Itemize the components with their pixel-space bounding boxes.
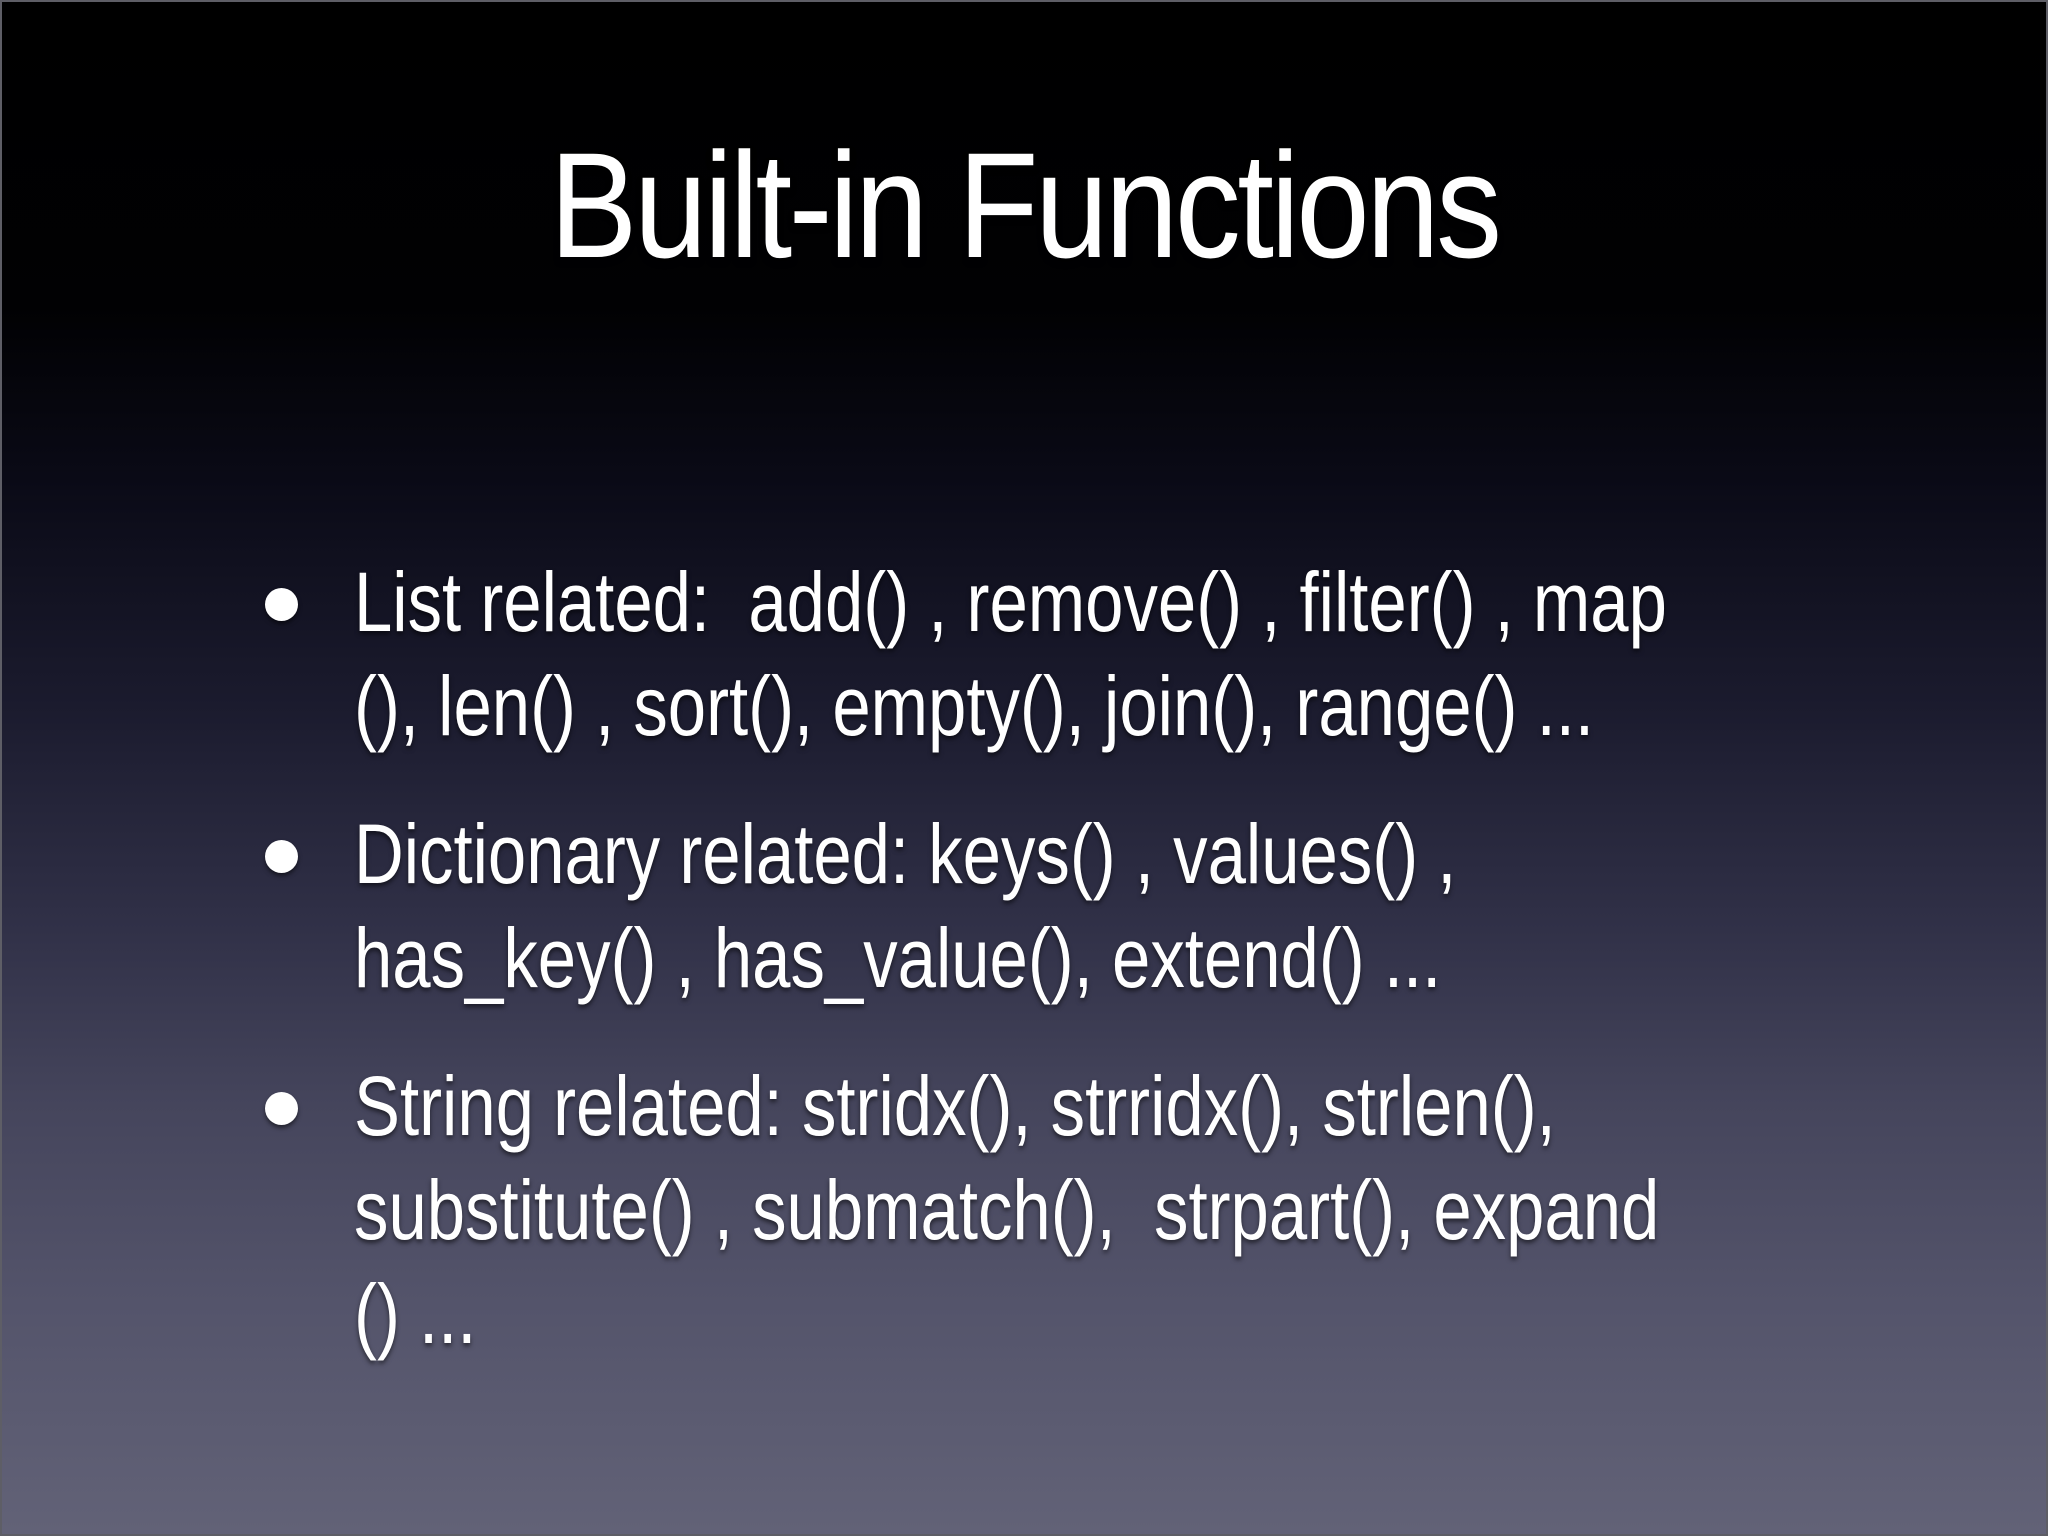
bullet-line: List related: add() , remove() , filter(…: [354, 555, 1667, 649]
bullet-line: (), len() , sort(), empty(), join(), ran…: [354, 659, 1595, 753]
bullet-icon: [265, 1092, 298, 1125]
bullet-list: List related: add() , remove() , filter(…: [265, 550, 1986, 1410]
bullet-text: List related: add() , remove() , filter(…: [354, 550, 1667, 758]
bullet-icon: [265, 840, 298, 873]
bullet-line: has_key() , has_value(), extend() ...: [354, 911, 1442, 1005]
bullet-line: () ...: [354, 1267, 477, 1361]
bullet-icon: [265, 588, 298, 621]
slide-title: Built-in Functions: [549, 121, 1502, 289]
bullet-item-list-related: List related: add() , remove() , filter(…: [265, 550, 1986, 758]
bullet-text: Dictionary related: keys() , values() , …: [354, 802, 1456, 1010]
bullet-item-string-related: String related: stridx(), strridx(), str…: [265, 1054, 1986, 1366]
bullet-line: Dictionary related: keys() , values() ,: [354, 807, 1457, 901]
bullet-text: String related: stridx(), strridx(), str…: [354, 1054, 1659, 1366]
bullet-item-dictionary-related: Dictionary related: keys() , values() , …: [265, 802, 1986, 1010]
bullet-line: String related: stridx(), strridx(), str…: [354, 1059, 1556, 1153]
bullet-line: substitute() , submatch(), strpart(), ex…: [354, 1163, 1660, 1257]
